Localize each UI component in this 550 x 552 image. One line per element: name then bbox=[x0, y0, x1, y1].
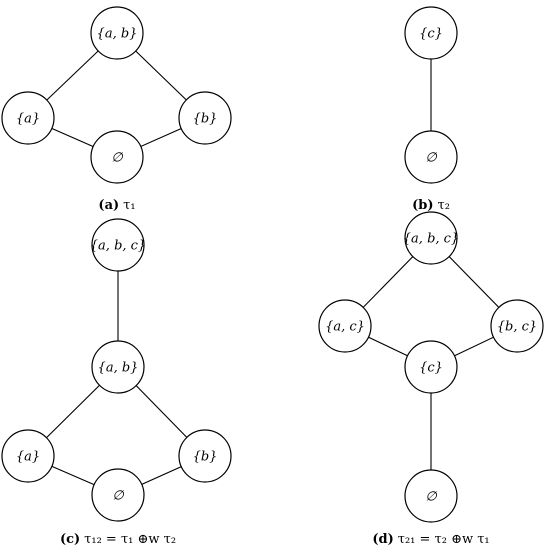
caption-b: (b) τ₂ bbox=[412, 198, 450, 213]
caption-c: (c) τ₁₂ = τ₁ ⊕w τ₂ bbox=[60, 532, 176, 547]
node-circle bbox=[91, 340, 145, 394]
node-circle bbox=[404, 211, 458, 265]
caption-letter: (d) bbox=[372, 532, 393, 547]
node-c-a: {a} bbox=[1, 429, 55, 483]
node-circle bbox=[1, 429, 55, 483]
node-circle bbox=[91, 218, 145, 272]
node-c-abc: {a, b, c} bbox=[90, 218, 146, 272]
node-circle bbox=[318, 299, 372, 353]
node-d-bc: {b, c} bbox=[490, 299, 544, 353]
captions-layer: (a) τ₁ (b) τ₂ (c) τ₁₂ = τ₁ ⊕w τ₂ (d) τ₂₁ = τ₂ ⊕… bbox=[60, 198, 490, 547]
caption-d: (d) τ₂₁ = τ₂ ⊕w τ₁ bbox=[372, 532, 489, 547]
node-d-c: {c} bbox=[404, 340, 458, 394]
node-circle bbox=[404, 469, 458, 523]
node-circle bbox=[90, 130, 144, 184]
caption-letter: (b) bbox=[412, 198, 433, 213]
caption-letter: (c) bbox=[60, 532, 80, 547]
node-circle bbox=[404, 130, 458, 184]
node-c-b: {b} bbox=[178, 429, 232, 483]
caption-text: τ₂₁ = τ₂ ⊕w τ₁ bbox=[398, 532, 490, 547]
caption-text: τ₁₂ = τ₁ ⊕w τ₂ bbox=[84, 532, 176, 547]
caption-a: (a) τ₁ bbox=[98, 198, 135, 213]
node-label: {a, b} bbox=[98, 361, 139, 376]
caption-text: τ₂ bbox=[438, 198, 450, 213]
node-label: {a} bbox=[16, 450, 40, 465]
node-b-c: {c} bbox=[404, 6, 458, 60]
node-circle bbox=[1, 91, 55, 145]
nodes-layer: {a, b} {a} {b} ∅ {c} ∅ {a, b, c} {a, b} {a} {b} ∅ {… bbox=[1, 6, 544, 523]
node-circle bbox=[91, 468, 145, 522]
node-label: ∅ bbox=[112, 489, 124, 504]
node-d-ac: {a, c} bbox=[318, 299, 372, 353]
node-circle bbox=[90, 6, 144, 60]
caption-text: τ₁ bbox=[123, 198, 135, 213]
node-label: {c} bbox=[419, 361, 443, 376]
node-label: ∅ bbox=[425, 151, 437, 166]
node-c-e: ∅ bbox=[91, 468, 145, 522]
node-a-ab: {a, b} bbox=[90, 6, 144, 60]
caption-letter: (a) bbox=[98, 198, 119, 213]
node-a-b: {b} bbox=[178, 91, 232, 145]
node-label: {a, b, c} bbox=[403, 232, 459, 247]
node-circle bbox=[404, 340, 458, 394]
node-circle bbox=[178, 429, 232, 483]
node-label: {c} bbox=[419, 27, 443, 42]
node-a-a: {a} bbox=[1, 91, 55, 145]
node-circle bbox=[178, 91, 232, 145]
node-label: {a, b} bbox=[97, 27, 138, 42]
node-label: {b} bbox=[193, 450, 218, 465]
node-circle bbox=[404, 6, 458, 60]
node-label: {a, b, c} bbox=[90, 239, 146, 254]
node-label: ∅ bbox=[425, 490, 437, 505]
node-label: {b} bbox=[193, 112, 218, 127]
node-b-e: ∅ bbox=[404, 130, 458, 184]
node-d-abc: {a, b, c} bbox=[403, 211, 459, 265]
node-d-e: ∅ bbox=[404, 469, 458, 523]
node-circle bbox=[490, 299, 544, 353]
node-label: ∅ bbox=[111, 151, 123, 166]
node-a-e: ∅ bbox=[90, 130, 144, 184]
node-label: {b, c} bbox=[497, 320, 537, 335]
node-c-ab: {a, b} bbox=[91, 340, 145, 394]
node-label: {a} bbox=[16, 112, 40, 127]
node-label: {a, c} bbox=[325, 320, 365, 335]
